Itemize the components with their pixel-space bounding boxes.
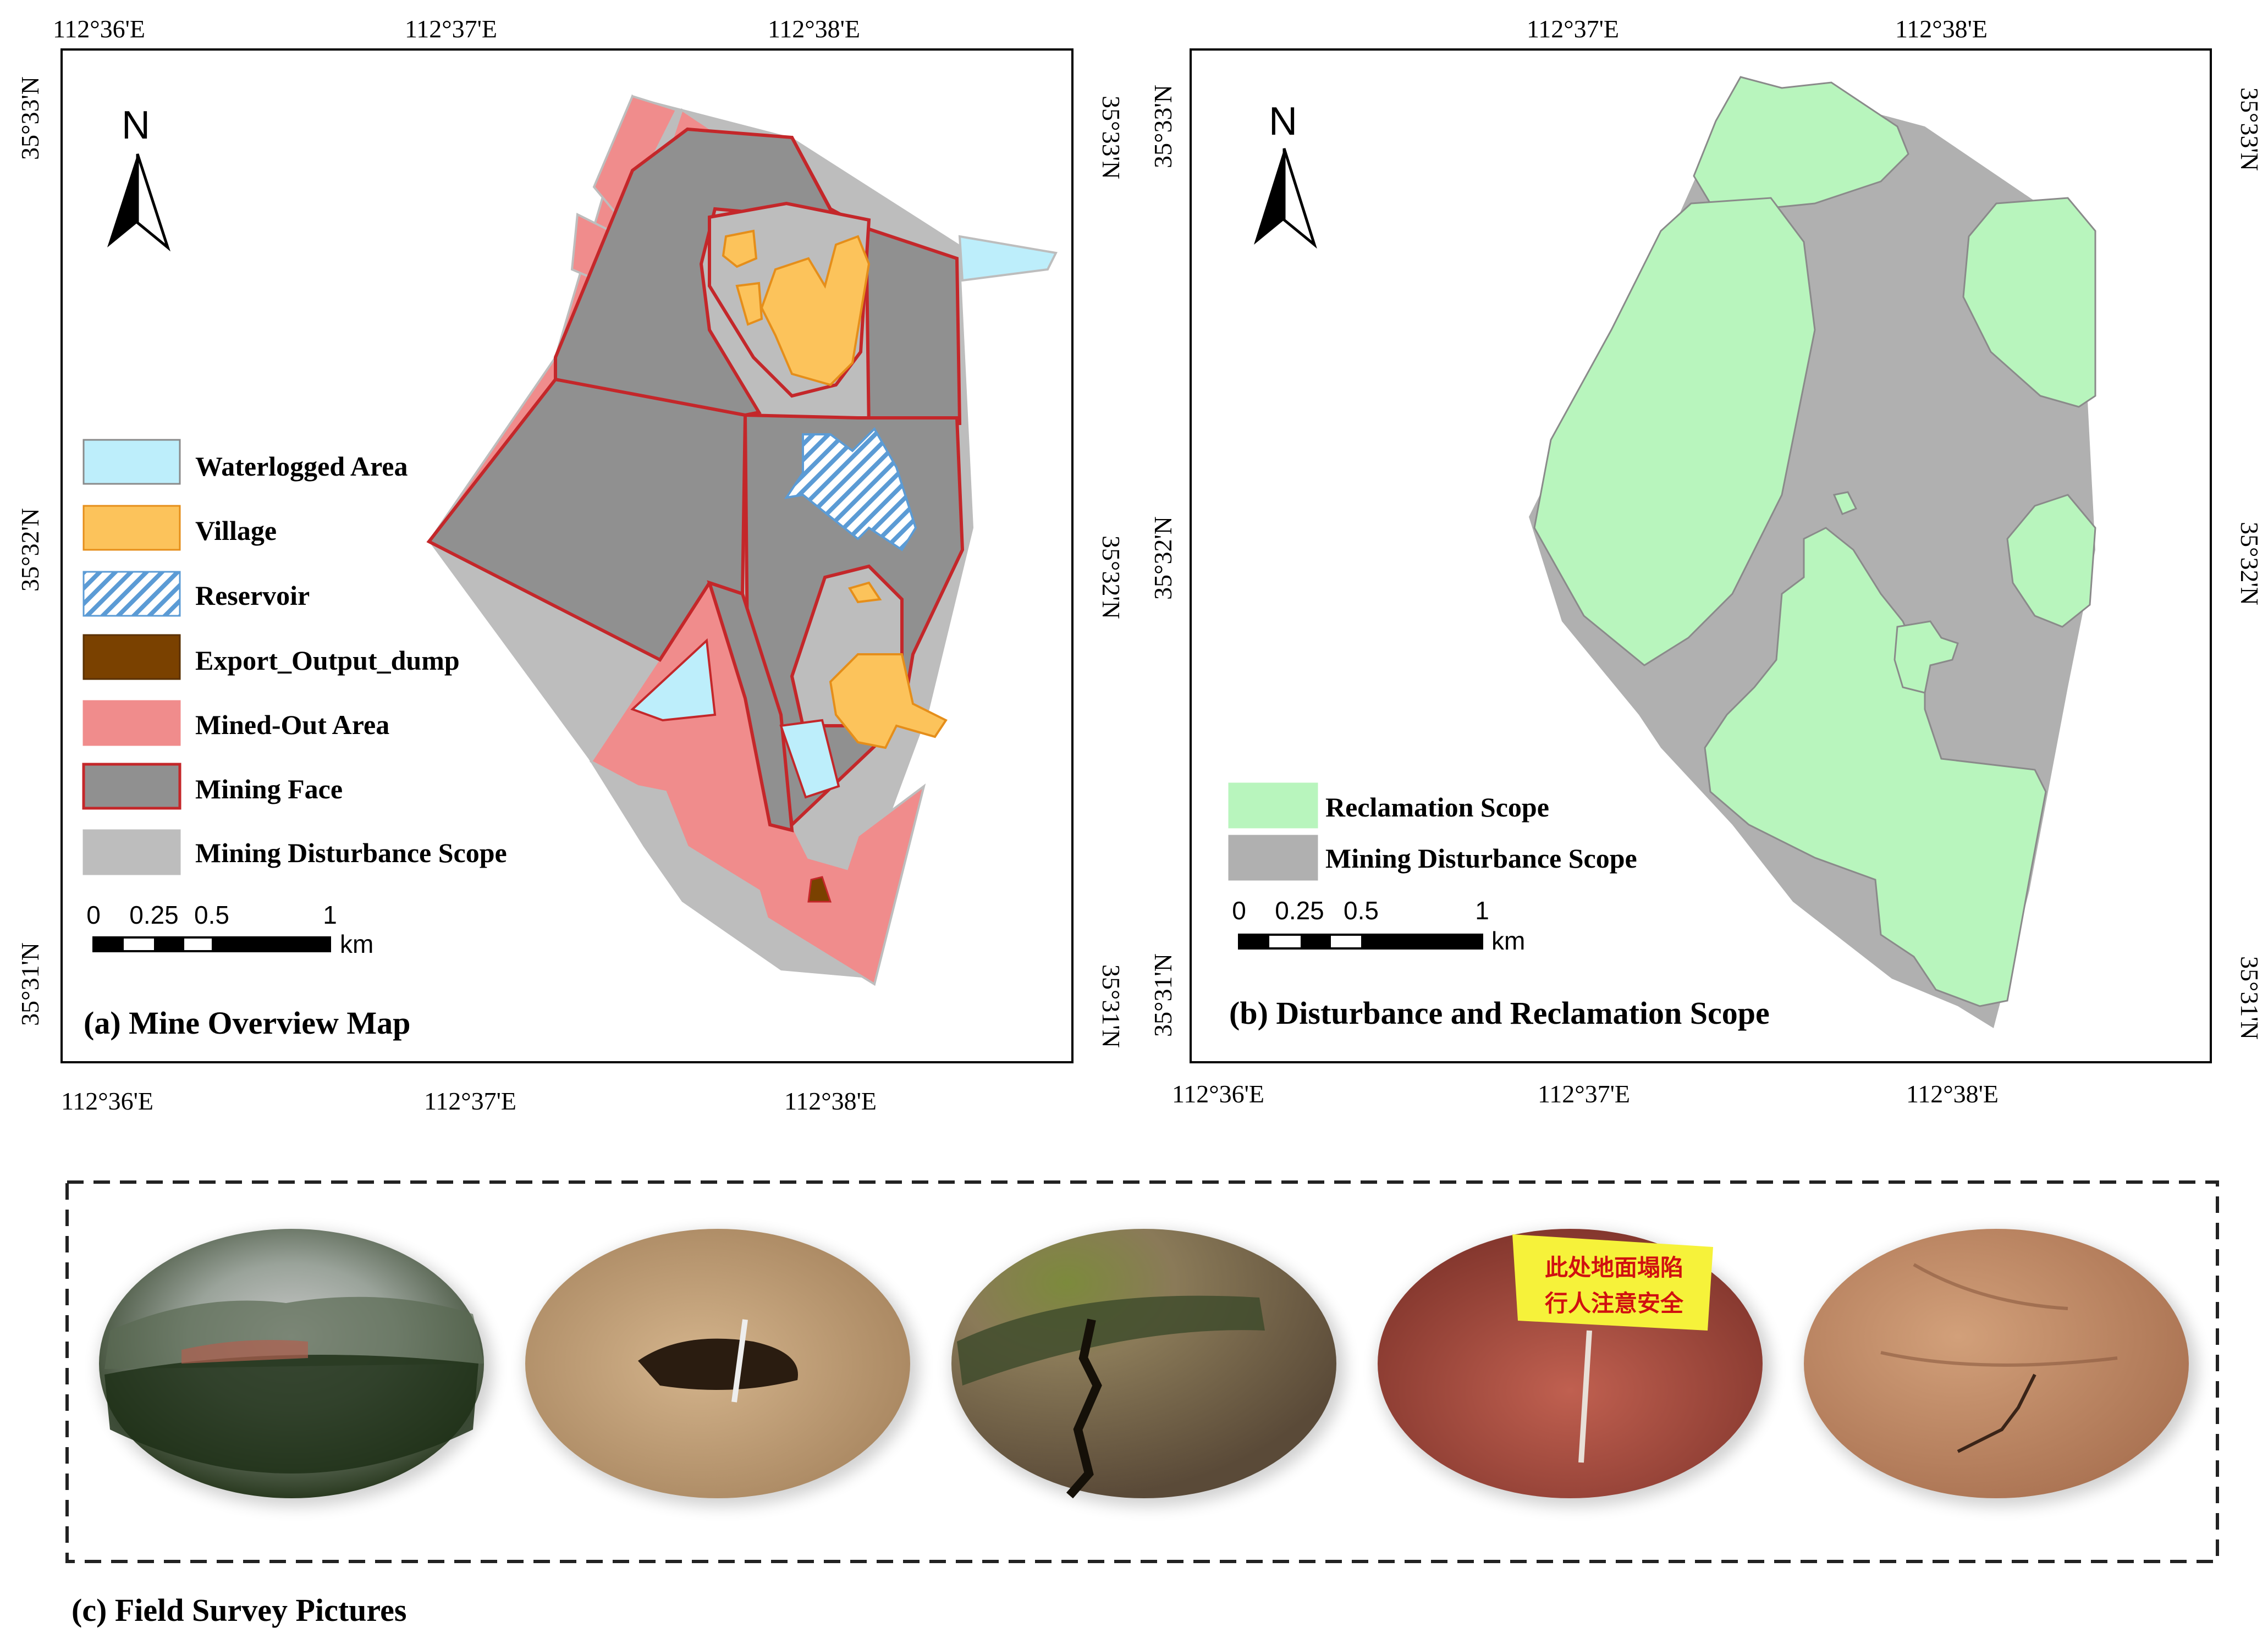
map-a-scale-bar: 0 0.25 0.5 1 km (86, 901, 373, 958)
map-b-north-label: N (1269, 100, 1297, 144)
map-b-scale-bar: 0 0.25 0.5 1 km (1232, 896, 1525, 955)
map-a-right-lat-1: 35°33'N (1097, 96, 1125, 179)
village-south-small (847, 581, 882, 604)
legend-swatch-reclamation (1228, 782, 1318, 829)
map-b-legend: Reclamation Scope Mining Disturbance Sco… (1228, 782, 1637, 881)
warning-sign-line-1: 此处地面塌陷 (1545, 1254, 1683, 1281)
map-a-left-lat-2: 35°32'N (16, 508, 44, 592)
map-b-bottom-lon-3: 112°38'E (1906, 1080, 1999, 1108)
map-a-bottom-lon-3: 112°38'E (784, 1087, 877, 1115)
legend-label-reservoir: Reservoir (195, 580, 310, 611)
legend-label-disturbance: Mining Disturbance Scope (195, 837, 507, 868)
map-b-left-lat-1: 35°33'N (1149, 85, 1177, 168)
field-photo-warning-sign: 此处地面塌陷 行人注意安全 (1378, 1229, 1771, 1506)
map-b-bottom-lon-2: 112°37'E (1538, 1080, 1630, 1108)
field-photo-ground-hole (525, 1229, 919, 1506)
legend-swatch-mining-face (82, 763, 181, 810)
map-b-left-lat-3: 35°31'N (1149, 953, 1177, 1037)
field-photo-ground-crack (951, 1229, 1345, 1506)
field-photo-soil-crack (1804, 1229, 2198, 1506)
map-a-left-lat-1: 35°33'N (16, 76, 44, 160)
legend-swatch-waterlogged (82, 439, 181, 485)
map-b-right-lat-2: 35°32'N (2236, 522, 2264, 605)
map-a-left-lat-3: 35°31'N (16, 942, 44, 1026)
export-output-dump-area (807, 876, 832, 903)
mining-face-ne (864, 225, 962, 431)
reclamation-area-north (1693, 76, 1909, 210)
map-a-right-lat-2: 35°32'N (1097, 536, 1125, 619)
waterlogged-area-sw (630, 638, 717, 722)
map-b-caption: (b) Disturbance and Reclamation Scope (1229, 995, 1770, 1031)
map-a-north-label: N (122, 103, 150, 147)
map-b-top-lon-1: 112°37'E (1527, 15, 1619, 43)
reservoir-area (784, 427, 917, 551)
map-a-scale-unit: km (340, 930, 373, 958)
warning-sign-board (1512, 1234, 1713, 1331)
map-b-right-lat-3: 35°31'N (2236, 956, 2264, 1040)
village-north-sw (735, 282, 763, 326)
map-a-caption: (a) Mine Overview Map (84, 1005, 410, 1041)
field-survey-caption: (c) Field Survey Pictures (71, 1592, 406, 1628)
map-a-scale-tick-1: 1 (323, 901, 337, 929)
map-b-left-lat-2: 35°32'N (1149, 516, 1177, 600)
reclamation-area-small-north (1832, 491, 1858, 515)
legend-label-mined-out: Mined-Out Area (195, 709, 389, 740)
map-b-right-lat-1: 35°33'N (2236, 87, 2264, 171)
map-b: N Reclamation Scope Mining Disturbance S… (1149, 15, 2264, 1108)
map-a-top-lon-1: 112°36'E (53, 15, 145, 43)
reclamation-area-east-small (2006, 494, 2096, 628)
legend-swatch-disturbance-b (1228, 835, 1318, 881)
village-north-west (722, 229, 758, 268)
legend-swatch-village (82, 505, 181, 551)
map-a-legend: Waterlogged Area Village Reservoir Expor… (82, 439, 507, 875)
map-a-scale-tick-05: 0.5 (194, 901, 229, 929)
reclamation-area-central-patch (1893, 620, 1959, 694)
map-a-top-lon-3: 112°38'E (768, 15, 860, 43)
map-b-scale-tick-0: 0 (1232, 896, 1246, 925)
map-b-north-arrow: N (1254, 100, 1317, 249)
map-a-north-arrow: N (107, 103, 170, 252)
reclamation-area-east (1962, 197, 2096, 408)
village-south-main (829, 653, 948, 749)
map-a-right-lat-3: 35°31'N (1097, 964, 1125, 1048)
waterlogged-area-south (779, 719, 840, 799)
north-arrow-left (107, 154, 137, 247)
legend-label-export-dump: Export_Output_dump (195, 645, 460, 676)
field-survey-panel: 此处地面塌陷 行人注意安全 (c) Field Survey Pictures (65, 1180, 2219, 1628)
north-arrow-right (136, 153, 170, 252)
map-b-scale-unit: km (1491, 926, 1525, 955)
village-north-main (760, 235, 871, 387)
map-a-polygons (426, 94, 1058, 986)
legend-label-reclamation: Reclamation Scope (1325, 792, 1549, 823)
map-b-scale-tick-05: 0.5 (1344, 896, 1379, 925)
waterlogged-area-ne (958, 235, 1058, 282)
legend-label-mining-face: Mining Face (195, 774, 343, 804)
warning-sign-line-2: 行人注意安全 (1545, 1290, 1684, 1317)
legend-label-waterlogged: Waterlogged Area (195, 451, 408, 482)
map-b-scale-tick-1: 1 (1475, 896, 1489, 925)
map-b-scale-tick-025: 0.25 (1275, 896, 1324, 925)
map-a-bottom-lon-1: 112°36'E (61, 1087, 153, 1115)
legend-label-village: Village (195, 515, 277, 546)
legend-label-disturbance-b: Mining Disturbance Scope (1325, 843, 1637, 874)
reclamation-area-west (1533, 197, 1816, 666)
map-a-bottom-lon-2: 112°37'E (424, 1087, 516, 1115)
map-a-scale-tick-025: 0.25 (129, 901, 179, 929)
field-photo-mine-landscape (99, 1229, 493, 1506)
legend-swatch-mined-out (82, 700, 181, 746)
map-b-bottom-lon-1: 112°36'E (1172, 1080, 1264, 1108)
legend-swatch-disturbance (82, 829, 181, 875)
legend-swatch-reservoir (82, 571, 181, 617)
map-b-top-lon-2: 112°38'E (1895, 15, 1988, 43)
field-survey-dashed-frame (65, 1180, 2219, 1563)
mining-face-channel (707, 580, 794, 832)
map-a: N Waterlogged Area Village Reservoir Exp… (16, 15, 1125, 1115)
map-a-scale-tick-0: 0 (86, 901, 101, 929)
legend-swatch-export-dump (82, 634, 181, 680)
map-a-top-lon-2: 112°37'E (405, 15, 497, 43)
